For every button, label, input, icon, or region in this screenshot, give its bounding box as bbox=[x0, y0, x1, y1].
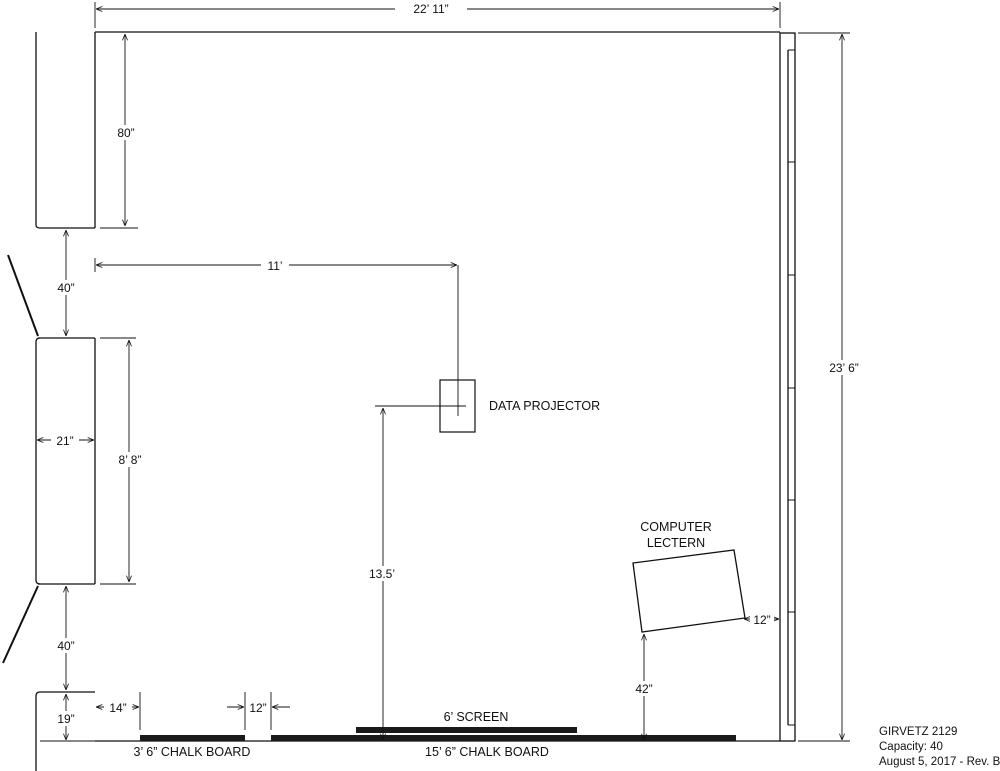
dim-door-gap-lower-label: 40” bbox=[57, 639, 74, 653]
room-info: GIRVETZ 2129 Capacity: 40 August 5, 2017… bbox=[879, 725, 1000, 770]
dim-door-gap-upper-label: 40” bbox=[57, 281, 74, 295]
dim-room-width-label: 22’ 11” bbox=[413, 2, 448, 16]
dim-room-depth-label: 23’ 6” bbox=[829, 361, 859, 375]
chalkboard-small-label: 3’ 6” CHALK BOARD bbox=[134, 745, 251, 759]
chalkboard-small bbox=[140, 735, 245, 741]
window-mullions bbox=[788, 49, 795, 726]
dim-alcove-height-label: 8’ 8” bbox=[119, 453, 142, 467]
revision-date: August 5, 2017 - Rev. B bbox=[879, 756, 1000, 768]
dim-alcove-depth-label: 21” bbox=[56, 434, 73, 448]
room-capacity: Capacity: 40 bbox=[879, 741, 943, 753]
boards bbox=[140, 727, 736, 741]
projection-screen bbox=[356, 727, 577, 733]
computer-lectern bbox=[632, 549, 746, 633]
dim-lectern-front-gap-label: 42” bbox=[635, 682, 652, 696]
dim-lectern-wall-gap-label: 12” bbox=[753, 613, 770, 627]
lectern-label-line1: COMPUTER bbox=[640, 520, 712, 534]
dim-top-wall-segment-label: 80” bbox=[117, 126, 134, 140]
object-labels: DATA PROJECTOR COMPUTER LECTERN 6’ SCREE… bbox=[134, 399, 712, 759]
dimension-lines bbox=[37, 2, 850, 742]
dim-projector-distance-label: 13.5’ bbox=[369, 567, 395, 581]
dim-chalkboard-gap-left-label: 14” bbox=[109, 701, 126, 715]
chalkboard-large bbox=[271, 735, 736, 741]
dimension-labels: 22’ 11” 23’ 6” 80” 40” 11’ 8’ 8” 21” 40”… bbox=[51, 2, 862, 726]
dim-projector-offset-label: 11’ bbox=[267, 259, 282, 273]
room-name: GIRVETZ 2129 bbox=[879, 726, 958, 738]
left-wall-lower-corner bbox=[35, 691, 41, 697]
door-lower-icon bbox=[2, 585, 39, 664]
door-upper-icon bbox=[7, 254, 39, 337]
lectern-box bbox=[632, 549, 746, 633]
alcove-corner-top bbox=[35, 337, 41, 343]
right-wall bbox=[779, 32, 796, 742]
screen-label: 6’ SCREEN bbox=[444, 710, 509, 724]
data-projector bbox=[375, 265, 476, 433]
dim-chalkboard-gap-mid-label: 12” bbox=[249, 701, 266, 715]
lectern-label-line2: LECTERN bbox=[647, 536, 705, 550]
chalkboard-large-label: 15’ 6” CHALK BOARD bbox=[425, 745, 549, 759]
walls bbox=[35, 31, 796, 771]
dim-bottom-wall-segment-label: 19” bbox=[57, 712, 74, 726]
alcove-corner-bottom bbox=[35, 579, 41, 585]
data-projector-label: DATA PROJECTOR bbox=[489, 399, 600, 413]
doors bbox=[2, 254, 39, 664]
left-wall-upper-corner bbox=[35, 224, 41, 229]
